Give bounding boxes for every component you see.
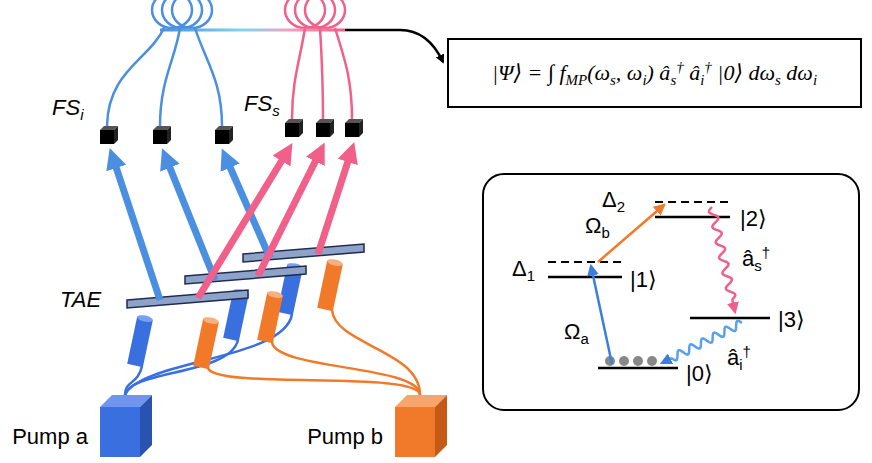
text-part: â — [684, 60, 701, 85]
text-part: TAE — [60, 287, 101, 312]
pump-label: Pump a — [12, 425, 88, 449]
level-label: |2⟩ — [740, 207, 767, 231]
level-label: Ωb — [585, 214, 610, 238]
pump-a: Pump a — [100, 395, 152, 457]
text-part: † — [704, 59, 711, 75]
text-part: |0⟩ — [686, 361, 713, 386]
level-label: Δ2 — [602, 188, 625, 212]
level-label: |3⟩ — [778, 308, 805, 332]
level-label: Δ1 — [512, 257, 535, 281]
text-part: Δ — [512, 256, 527, 281]
text-part: s — [272, 102, 279, 119]
shifter-label: FSs — [244, 92, 280, 116]
text-part: s — [754, 257, 761, 274]
text-part: , ω — [616, 60, 643, 85]
level-label: âs† — [742, 247, 770, 271]
collimators — [127, 258, 343, 369]
text-part: MP — [566, 72, 588, 88]
level-label: Ωa — [564, 320, 589, 344]
text-part: i — [739, 356, 742, 373]
text-part: 2 — [617, 198, 625, 215]
text-part: 1 — [527, 267, 535, 284]
text-part: i — [642, 72, 646, 88]
level-label: |1⟩ — [630, 268, 657, 292]
state-box: |Ψ⟩ = ∫ fMP(ωs, ωi) âs† âi† |0⟩ dωs dωi — [447, 38, 862, 108]
text-part: s — [610, 72, 616, 88]
output-arrow — [345, 30, 443, 62]
state-formula: |Ψ⟩ = ∫ fMP(ωs, ωi) âs† âi† |0⟩ dωs dωi — [492, 61, 817, 85]
text-part: b — [601, 224, 609, 241]
level-label: âi† — [727, 346, 751, 370]
text-part: |3⟩ — [778, 307, 805, 332]
text-part: s — [775, 72, 781, 88]
fiber-coils — [152, 0, 345, 28]
text-part: ) â — [647, 60, 671, 85]
text-part: a — [580, 330, 588, 347]
text-part: |Ψ⟩ = ∫ f — [492, 60, 566, 85]
frequency-shifters — [100, 119, 363, 144]
text-part: † — [743, 343, 751, 360]
text-part: |2⟩ — [740, 206, 767, 231]
shifter-fibers — [107, 26, 352, 126]
text-part: Ω — [564, 319, 580, 344]
text-part: â — [742, 246, 754, 271]
text-part: i — [700, 72, 704, 88]
output-beams — [113, 152, 351, 300]
text-part: † — [762, 244, 770, 261]
pump-cube — [100, 395, 152, 457]
pump-b: Pump b — [395, 395, 447, 457]
text-part: |0⟩ dω — [712, 60, 775, 85]
shifter-label: FSi — [52, 96, 83, 120]
text-part: FS — [52, 95, 80, 120]
text-part: Ω — [585, 213, 601, 238]
text-part: s — [670, 72, 676, 88]
pump-label: Pump b — [307, 425, 383, 449]
text-part: † — [676, 59, 683, 75]
combined-fiber — [160, 29, 345, 32]
energy-level-box: Δ2|2⟩ΩbΔ1|1⟩|3⟩âs†âi†Ωa|0⟩ — [482, 173, 860, 411]
energy-levels — [548, 202, 770, 368]
text-part: â — [727, 345, 739, 370]
tae-label: TAE — [60, 288, 101, 312]
text-part: i — [80, 106, 83, 123]
text-part: i — [813, 72, 817, 88]
text-part: FS — [244, 91, 272, 116]
level-label: |0⟩ — [686, 362, 713, 386]
signal-photon — [709, 207, 735, 312]
text-part: Δ — [602, 187, 617, 212]
text-part: (ω — [587, 60, 610, 85]
text-part: |1⟩ — [630, 267, 657, 292]
text-part: dω — [781, 60, 813, 85]
pump-cube — [395, 395, 447, 457]
